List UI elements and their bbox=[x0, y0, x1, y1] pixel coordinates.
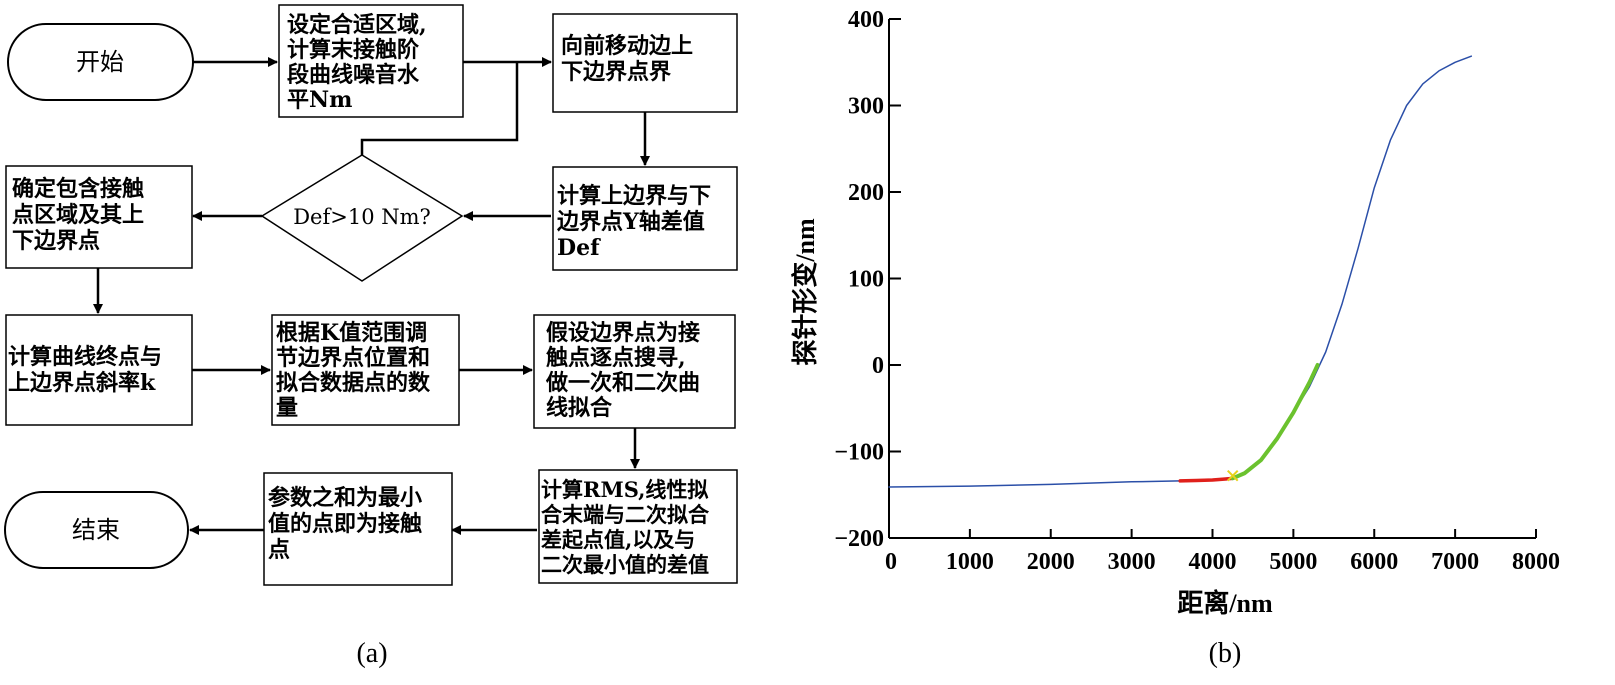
end-label: 结束 bbox=[72, 516, 120, 544]
x-tick-label: 7000 bbox=[1431, 549, 1479, 575]
process-text-calc-def: 计算上边界与下 边界点Y轴差值 Def bbox=[556, 183, 719, 261]
chart-series bbox=[888, 55, 1473, 488]
x-tick-label: 1000 bbox=[946, 549, 994, 575]
x-axis-label: 距离/nm bbox=[1177, 588, 1273, 618]
start-terminator bbox=[7, 23, 194, 101]
marker-stroke bbox=[1227, 470, 1239, 482]
decision-label: Def>10 Nm? bbox=[293, 205, 431, 229]
y-tick-label: 400 bbox=[848, 7, 884, 33]
process-box-calc-def bbox=[552, 166, 738, 271]
process-text-contact-region: 确定包含接触 点区域及其上 下边界点 bbox=[12, 176, 152, 254]
y-tick-label: 200 bbox=[848, 180, 884, 206]
x-tick-label: 5000 bbox=[1269, 549, 1317, 575]
decision-diamond bbox=[260, 154, 464, 282]
x-tick-label: 8000 bbox=[1512, 549, 1560, 575]
x-tick-label: 2000 bbox=[1027, 549, 1075, 575]
y-tick-label: 100 bbox=[848, 267, 884, 293]
process-box-search-fit bbox=[533, 314, 736, 429]
process-box-calc-rms bbox=[538, 469, 738, 584]
process-text-move-boundary: 向前移动边上 下边界点界 bbox=[561, 33, 701, 85]
process-text-search-fit: 假设边界点为接 触点逐点搜寻, 做一次和二次曲 线拟合 bbox=[545, 320, 708, 421]
x-tick-label: 6000 bbox=[1350, 549, 1398, 575]
x-tick-label: 3000 bbox=[1108, 549, 1156, 575]
start-label: 开始 bbox=[76, 48, 124, 76]
y-tick-label: 300 bbox=[848, 94, 884, 120]
y-axis-label: 探针形变/nm bbox=[790, 218, 820, 366]
process-box-min-sum bbox=[263, 472, 453, 586]
y-tick-label: −200 bbox=[834, 526, 884, 552]
loop-connector bbox=[360, 62, 519, 157]
process-box-set-region bbox=[278, 4, 464, 118]
caption-a: (a) bbox=[356, 638, 387, 669]
caption-b: (b) bbox=[1209, 638, 1242, 669]
process-text-calc-rms: 计算RMS,线性拟 合末端与二次拟合 差起点值,以及与 二次最小值的差值 bbox=[541, 477, 716, 577]
series-line-3 bbox=[1230, 363, 1320, 481]
x-tick-label: 4000 bbox=[1189, 549, 1237, 575]
contact-point-marker bbox=[1227, 470, 1239, 482]
process-box-contact-region bbox=[5, 165, 193, 269]
process-text-set-region: 设定合适区域, 计算末接触阶 段曲线噪音水 平Nm bbox=[287, 12, 434, 113]
y-tick-label: 0 bbox=[872, 353, 884, 379]
process-box-calc-slope bbox=[5, 314, 193, 426]
process-text-calc-slope: 计算曲线终点与 上边界点斜率k bbox=[8, 344, 170, 396]
series-line-1 bbox=[888, 55, 1473, 488]
process-text-min-sum: 参数之和为最小 值的点即为接触 点 bbox=[268, 485, 430, 563]
y-tick-label: −100 bbox=[834, 440, 884, 466]
end-terminator bbox=[4, 491, 189, 569]
flow-connectors bbox=[93, 57, 650, 535]
flowchart: 开始 结束 Def>10 Nm? 设定合适区域, 计算末接触阶 段曲线噪音水 平… bbox=[4, 4, 738, 586]
x-tick-label: 0 bbox=[885, 549, 897, 575]
series-line-2 bbox=[1178, 476, 1235, 483]
process-box-move-boundary bbox=[552, 13, 738, 113]
process-box-adjust-boundary bbox=[271, 314, 460, 426]
process-text-adjust-boundary: 根据K值范围调 节边界点位置和 拟合数据点的数 量 bbox=[276, 320, 438, 421]
